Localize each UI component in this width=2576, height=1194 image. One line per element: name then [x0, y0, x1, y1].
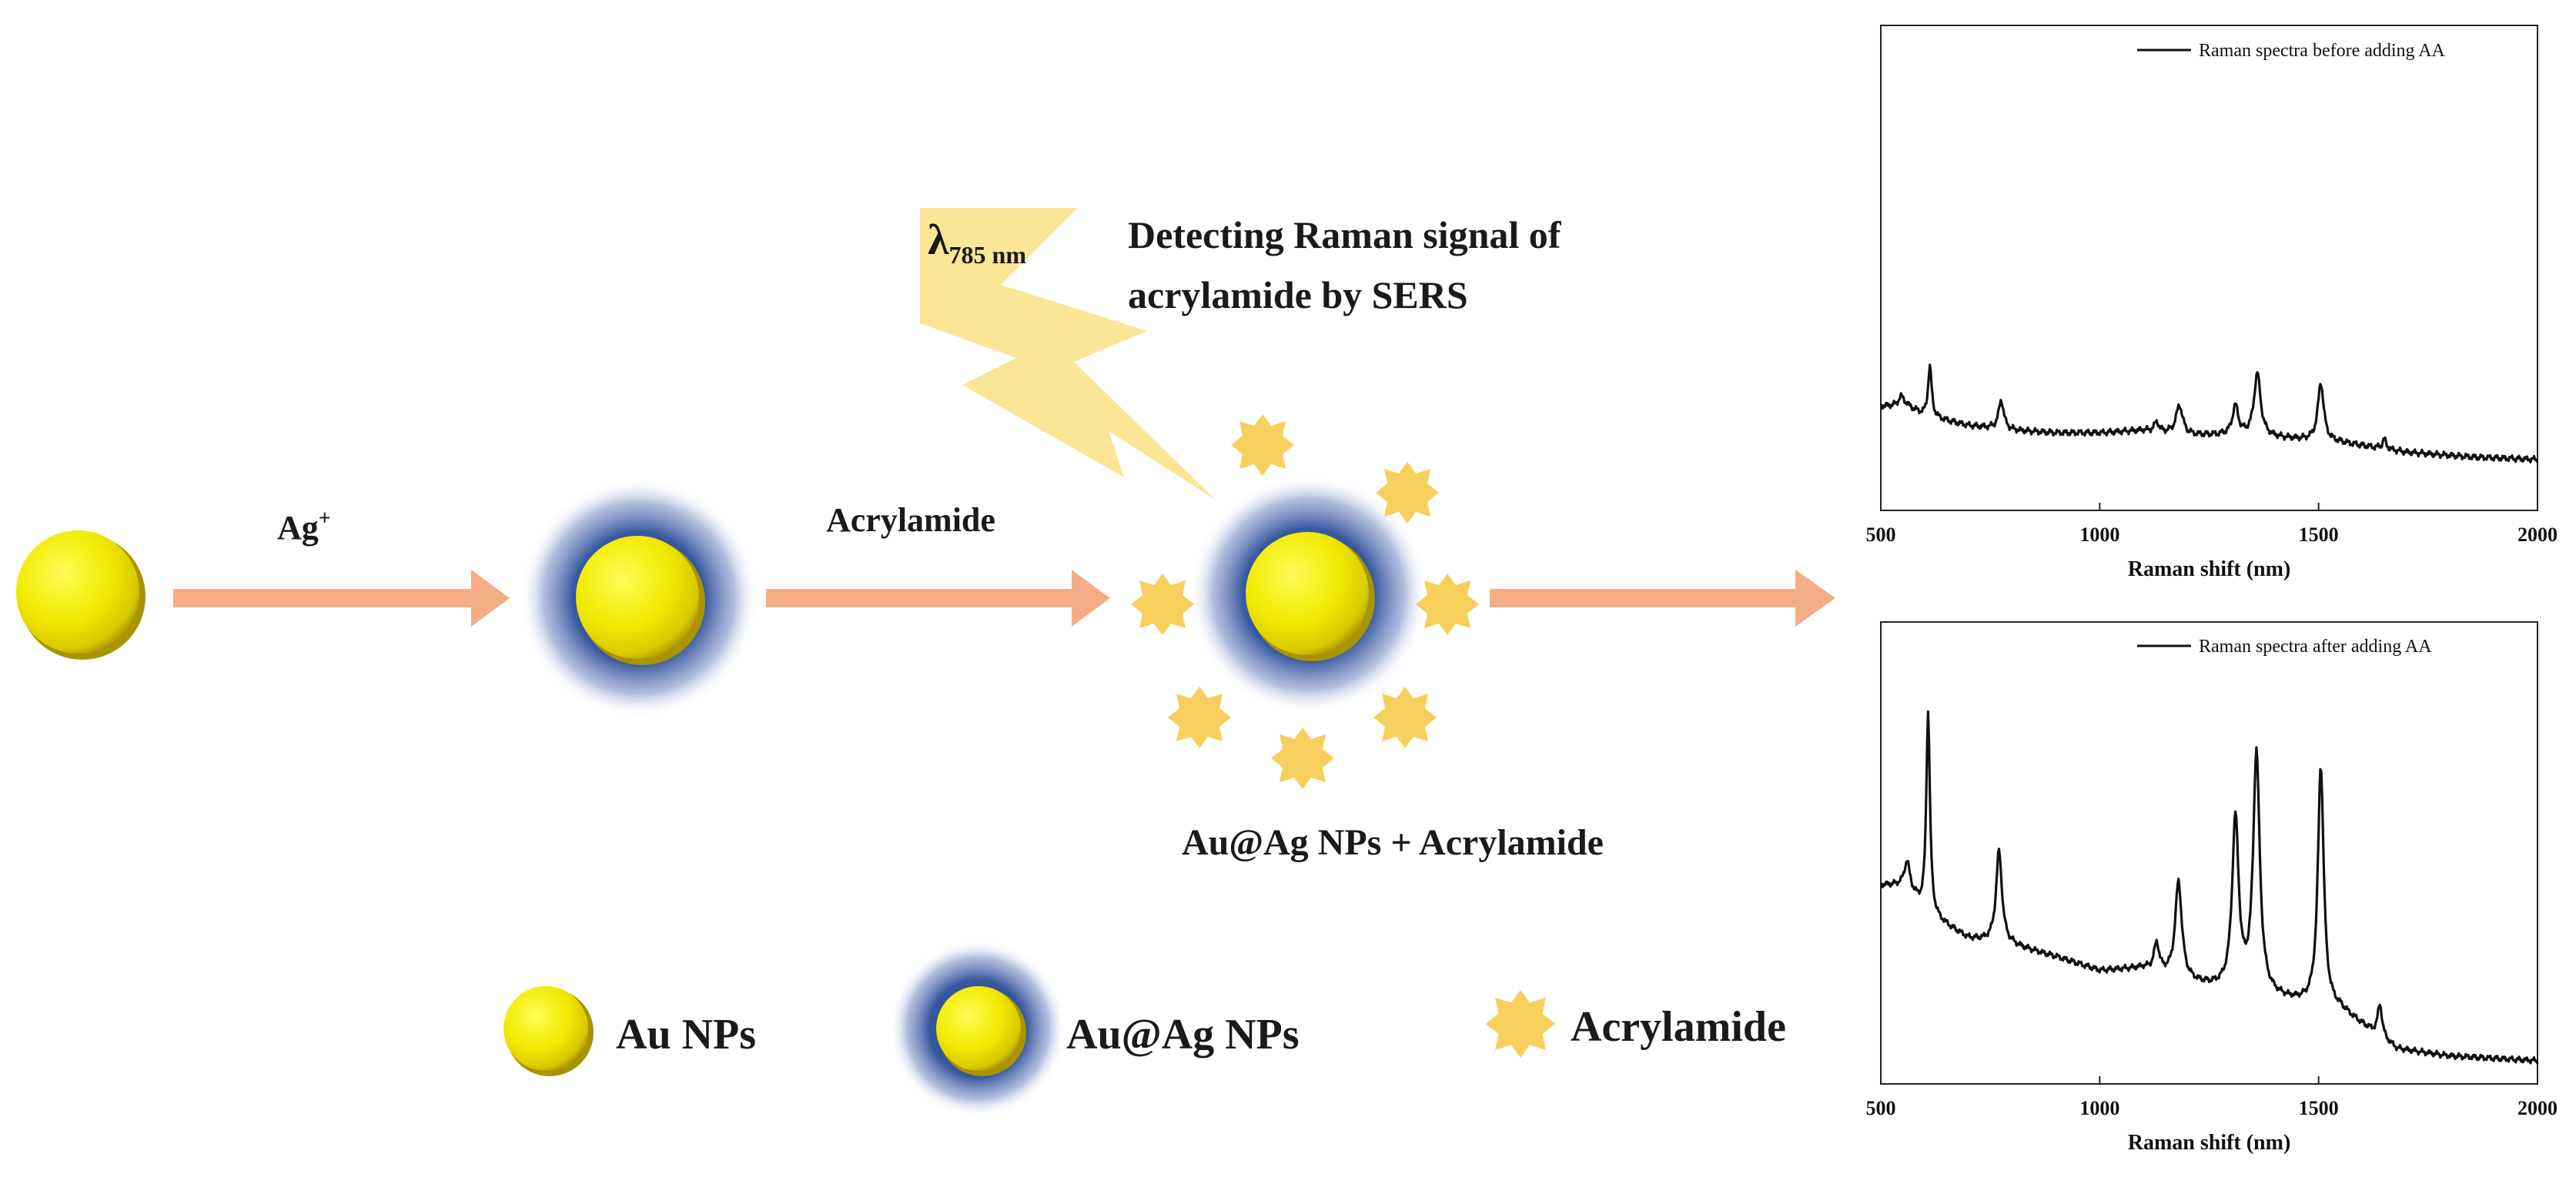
auag-acrylamide-complex	[1131, 414, 1479, 789]
acrylamide-star-icon	[1168, 687, 1231, 748]
complex-label: Au@Ag NPs + Acrylamide	[1182, 822, 1604, 863]
legend-entry: Raman spectra before adding AA	[2199, 41, 2446, 61]
acrylamide-star-icon	[1416, 574, 1479, 635]
acrylamide-star-icon	[1271, 727, 1334, 789]
acrylamide-star-icon	[1485, 990, 1556, 1058]
x-tick-label: 1000	[2079, 523, 2119, 546]
au-particle-start	[16, 530, 146, 660]
x-tick-label: 500	[1866, 1097, 1896, 1119]
detect-label-line1: Detecting Raman signal of	[1128, 213, 1562, 256]
laser-bolt-icon	[920, 208, 1216, 500]
x-axis-label: Raman shift (nm)	[2128, 1131, 2291, 1155]
plot-frame	[1880, 621, 2538, 1085]
acrylamide-star-icon	[1373, 687, 1437, 748]
x-tick-label: 1000	[2079, 1097, 2119, 1119]
detect-label-line2: acrylamide by SERS	[1128, 273, 1468, 316]
x-tick-label: 1500	[2299, 523, 2339, 546]
x-tick-label: 500	[1866, 523, 1896, 546]
step-arrow-3	[1490, 570, 1835, 627]
laser-wavelength-label: λ785 nm	[928, 216, 1026, 269]
x-tick-label: 2000	[2517, 523, 2558, 546]
x-axis-label: Raman shift (nm)	[2128, 557, 2291, 581]
acrylamide-star-icon	[1376, 462, 1439, 523]
step-arrow-1	[173, 570, 510, 627]
legend-acrylamide: Acrylamide	[1485, 990, 1786, 1058]
legend-au-nps: Au NPs	[503, 986, 756, 1076]
acrylamide-star-icon	[1131, 574, 1194, 635]
legend-auag-nps-label: Au@Ag NPs	[1066, 1011, 1300, 1059]
x-tick-label: 2000	[2517, 1097, 2558, 1119]
acrylamide-step-label: Acrylamide	[826, 501, 995, 539]
spectrum-line	[1879, 363, 2539, 463]
ag-plus-label: Ag+	[277, 507, 331, 547]
x-tick-label: 1500	[2299, 1097, 2339, 1119]
legend-auag-nps: Au@Ag NPs	[889, 940, 1300, 1117]
legend-entry: Raman spectra after adding AA	[2199, 637, 2432, 657]
legend-acrylamide-label: Acrylamide	[1571, 1003, 1786, 1051]
spectrum-line	[1879, 710, 2539, 1065]
plot-frame	[1880, 25, 2538, 511]
legend-au-nps-label: Au NPs	[616, 1011, 756, 1059]
step-arrow-2	[766, 570, 1110, 627]
au-particle-body	[16, 530, 139, 654]
auag-particle-middle	[520, 479, 758, 717]
acrylamide-star-icon	[1231, 414, 1294, 476]
